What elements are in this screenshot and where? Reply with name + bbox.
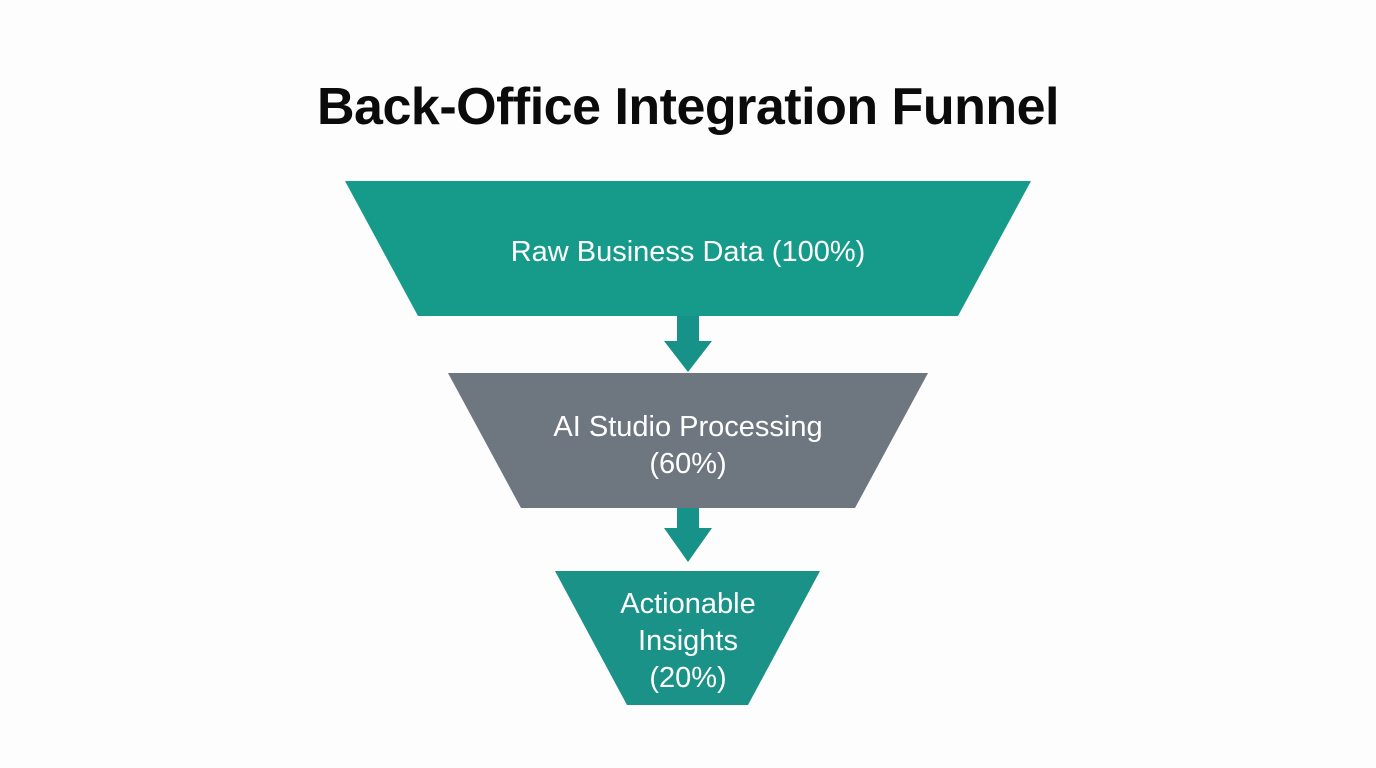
funnel-stage-2-label-line-2: (60%) [649, 448, 726, 480]
funnel-stage-3-label-line-1: Actionable [620, 588, 755, 620]
arrow-down-icon-1 [664, 316, 712, 372]
arrow-shaft-2 [677, 508, 699, 533]
funnel-stage-2-label-line-1: AI Studio Processing [553, 411, 822, 443]
funnel-stage-3[interactable]: Actionable Insights (20%) [555, 571, 820, 705]
funnel-stage-3-label-line-3: (20%) [649, 662, 726, 694]
funnel-stage-2-shape [448, 373, 928, 508]
funnel-stage-1-shape [345, 181, 1031, 316]
funnel-stage-3-label-line-2: Insights [638, 625, 738, 657]
arrow-head-1 [664, 341, 712, 372]
funnel-stage-1[interactable]: Raw Business Data (100%) [345, 181, 1031, 316]
funnel-stage-2[interactable]: AI Studio Processing (60%) [448, 373, 928, 508]
funnel-stage-1-label-line-1: Raw Business Data (100%) [511, 236, 866, 268]
arrow-shaft-1 [677, 316, 699, 349]
arrow-down-icon-2 [664, 508, 712, 562]
funnel-stage-3-shape [555, 571, 820, 705]
arrow-head-2 [664, 528, 712, 562]
chart-title: Back-Office Integration Funnel [317, 78, 1059, 136]
